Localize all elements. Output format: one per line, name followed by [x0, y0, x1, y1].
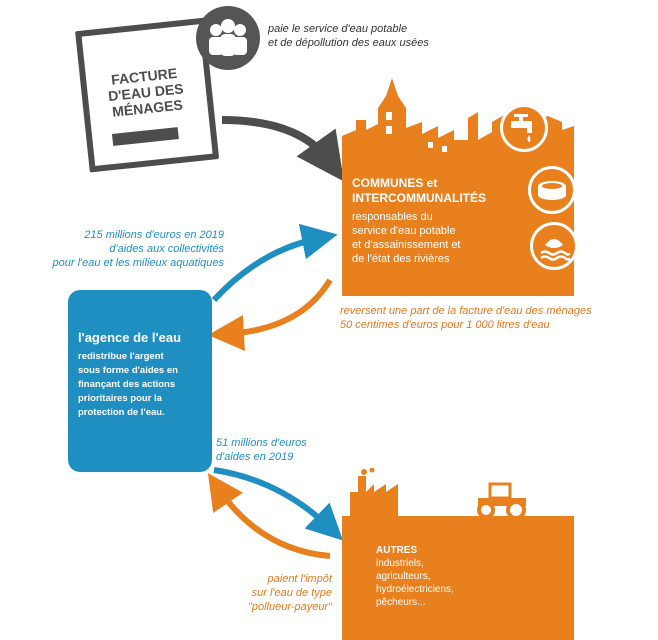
others-description: industriels, agriculteurs, hydroélectric… — [376, 557, 454, 609]
payment-note-line-1: paie le service d'eau potable — [268, 23, 408, 35]
agency-desc-line-5: protection de l'eau. — [78, 407, 165, 418]
share-of-invoice-note: reversent une part de la facture d'eau d… — [340, 304, 592, 332]
communes-description: responsables du service d'eau potable et… — [352, 210, 461, 266]
tractor-icon — [477, 482, 526, 520]
communes-desc-line-2: service d'eau potable — [352, 225, 456, 237]
others-desc-line-1: industriels, — [376, 558, 424, 569]
communes-desc-line-1: responsables du — [352, 211, 433, 223]
agency-desc-line-2: sous forme d'aides en — [78, 365, 178, 376]
aid-to-others-line-2: d'aides en 2019 — [216, 451, 294, 463]
others-title: AUTRES — [376, 545, 418, 556]
communes-title-line-2: INTERCOMMUNALITÉS — [352, 191, 486, 205]
water-agency-box: l'agence de l'eau redistribue l'argent s… — [68, 290, 212, 472]
agency-to-communes-arrow — [211, 223, 338, 303]
payment-note: paie le service d'eau potable et de dépo… — [268, 22, 429, 50]
polluter-pays-line-1: paient l'impôt — [267, 573, 332, 585]
communes-title-line-1: COMMUNES et — [352, 176, 438, 190]
wastewater-icon — [528, 166, 576, 214]
others-desc-line-3: hydroélectriciens, — [376, 584, 454, 595]
agency-desc-line-3: finançant des actions — [78, 379, 176, 390]
share-of-invoice-line-2: 50 centimes d'euros pour 1 000 litres d'… — [340, 319, 550, 331]
agency-title: l'agence de l'eau — [78, 330, 182, 345]
communes-desc-line-3: et d'assainissement et — [352, 239, 461, 251]
agency-desc-line-1: redistribue l'argent — [78, 351, 164, 362]
polluter-pays-line-2: sur l'eau de type — [251, 587, 332, 599]
share-of-invoice-line-1: reversent une part de la facture d'eau d… — [340, 305, 592, 317]
factory-icon — [350, 468, 398, 518]
others-desc-line-4: pêcheurs... — [376, 597, 426, 608]
agency-desc-line-4: prioritaires pour la — [78, 393, 162, 404]
others-box: AUTRES industriels, agriculteurs, hydroé… — [342, 516, 574, 640]
payment-note-line-2: et de dépollution des eaux usées — [268, 37, 429, 49]
invoice-to-communes-arrow — [221, 116, 344, 182]
aid-to-collectivities-note: 215 millions d'euros en 2019 d'aides aux… — [14, 228, 224, 270]
agency-description: redistribue l'argent sous forme d'aides … — [78, 350, 206, 420]
aid-to-collectivities-line-1: 215 millions d'euros en 2019 — [84, 229, 224, 241]
aid-to-others-line-1: 51 millions d'euros — [216, 437, 307, 449]
polluter-pays-line-3: "pollueur-payeur" — [247, 601, 332, 613]
aid-to-collectivities-line-2: d'aides aux collectivités — [109, 243, 224, 255]
aid-to-collectivities-line-3: pour l'eau et les milieux aquatiques — [52, 257, 224, 269]
polluter-pays-note: paient l'impôt sur l'eau de type "pollue… — [200, 572, 332, 614]
others-desc-line-2: agriculteurs, — [376, 571, 431, 582]
communes-desc-line-4: de l'état des rivières — [352, 253, 450, 265]
communes-to-agency-arrow — [208, 278, 333, 351]
river-icon — [530, 222, 578, 270]
aid-to-others-note: 51 millions d'euros d'aides en 2019 — [216, 436, 307, 464]
communes-title: COMMUNES et INTERCOMMUNALITÉS — [352, 176, 486, 206]
autres-to-agency-arrow — [207, 473, 331, 559]
agency-to-autres-arrow — [213, 467, 343, 541]
tap-icon — [500, 104, 548, 152]
people-icon — [196, 6, 260, 70]
